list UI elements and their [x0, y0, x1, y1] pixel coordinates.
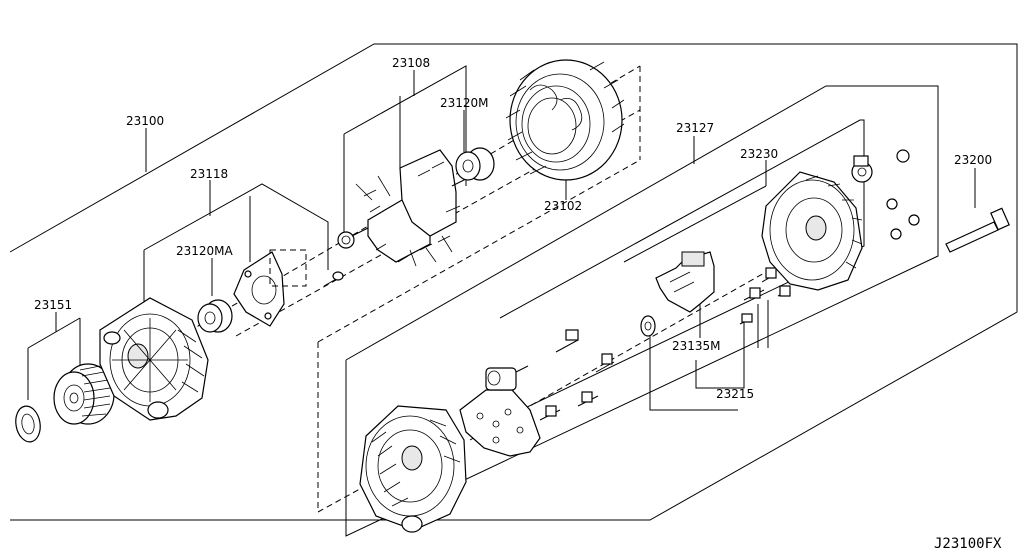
rectifier-part: [459, 365, 541, 457]
part-labels: 23100 23108 23120M 23102 23118 23120MA 2…: [34, 56, 992, 401]
rear-cover-part: [761, 171, 863, 291]
regulator-washer-part: [640, 315, 656, 337]
rear-cap-part: [851, 155, 873, 183]
rear-cover-frame: [345, 85, 939, 537]
through-bolt-part: [945, 207, 1010, 253]
washer-part: [15, 405, 41, 443]
front-bearing-part: [197, 299, 233, 333]
label-alternator-assy: 23100: [126, 114, 164, 128]
label-rotor-bearing: 23120M: [440, 96, 489, 110]
label-front-bearing: 23120MA: [176, 244, 234, 258]
label-rear-cover-set: 23127: [676, 121, 714, 135]
nuts-part: [886, 149, 920, 240]
stator-part: [505, 59, 625, 181]
regulator-part: [655, 251, 715, 313]
label-rear-cover: 23230: [740, 147, 778, 161]
label-regulator: 23135M: [672, 339, 721, 353]
rear-housing-part: [359, 405, 467, 533]
label-rotor: 23108: [392, 56, 430, 70]
rotor-bearing-part: [455, 147, 495, 181]
diagram-reference-code: J23100FX: [934, 536, 1002, 552]
rear-small-bolts: [539, 329, 615, 421]
label-stator: 23102: [544, 199, 582, 213]
front-cover-part: [99, 297, 209, 421]
leader-lines: [27, 65, 976, 411]
screw-part: [323, 271, 344, 287]
label-bolts: 23215: [716, 387, 754, 401]
label-front-cover: 23118: [190, 167, 228, 181]
label-through-bolt: 23200: [954, 153, 992, 167]
bolt-group-frame: [499, 119, 865, 421]
pulley-part: [53, 363, 115, 425]
assembly-frame: [9, 43, 1018, 521]
rear-end-bolts: [739, 267, 791, 325]
rotor-part: [337, 149, 469, 267]
retainer-plate-part: [233, 249, 307, 327]
label-pulley: 23151: [34, 298, 72, 312]
